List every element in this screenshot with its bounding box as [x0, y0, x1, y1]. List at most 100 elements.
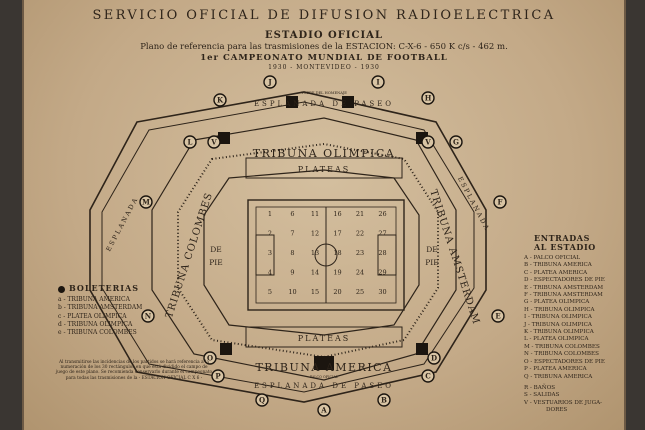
legend-row: c - PLATEA OLIMPICA — [58, 312, 127, 320]
field-cell-number: 25 — [356, 288, 364, 296]
entrance-letter: B — [381, 396, 387, 405]
entrance-letter: V — [210, 138, 217, 147]
entrance-marker — [491, 309, 505, 323]
entrance-letter: P — [215, 372, 221, 381]
field-cell-number: 9 — [290, 269, 294, 277]
entrance-marker — [263, 75, 277, 89]
entrance-marker — [213, 93, 227, 107]
field-cell-number: 10 — [288, 288, 296, 296]
legend-services: R - BAÑOS S - SALIDAS V - VESTUARIOS DE … — [524, 385, 602, 415]
entrance-marker — [371, 75, 385, 89]
field-cell-number: 5 — [268, 288, 272, 296]
entrance-letter: M — [142, 198, 150, 207]
field-cell-number: 8 — [290, 249, 294, 257]
entrance-marker — [255, 393, 269, 407]
esplanade-left-label: ESPLANADA — [104, 195, 140, 253]
field-cell-number: 13 — [311, 249, 319, 257]
field-cell-number: 3 — [268, 249, 272, 257]
ticket-office-icon — [58, 285, 65, 293]
legend-row: V - VESTUARIOS DE JUGA- — [524, 399, 603, 406]
entrance-marker-a — [317, 403, 331, 417]
field-cell-number: 28 — [378, 249, 386, 257]
entrance-letter: A — [320, 406, 327, 415]
field-cell-number: 18 — [333, 249, 341, 257]
entrance-marker — [421, 135, 435, 149]
poster-subtitle: ESTADIO OFICIAL — [265, 30, 383, 41]
field-cell-number: 15 — [311, 288, 319, 296]
legend-row: A - PALCO OFICIAL — [524, 255, 581, 261]
entrance-marker — [139, 195, 153, 209]
entrance-letter: F — [498, 198, 503, 207]
field-cell-number: 30 — [378, 288, 386, 296]
legend-row: O - ESPECTADORES DE PIE — [524, 358, 605, 365]
entrance-letter: V — [424, 138, 431, 147]
legend-row: d - TRIBUNA OLIMPICA — [58, 320, 133, 328]
field-cell-number: 23 — [356, 249, 364, 257]
legend-boleterias: BOLETERIAS a - TRIBUNA AMERICA b - TRIBU… — [58, 283, 142, 337]
legend-row: I - TRIBUNA OLIMPICA — [524, 314, 592, 321]
entrance-letter: O — [207, 354, 213, 363]
field-cell-number: 24 — [356, 269, 364, 277]
legend-row: G - PLATEA OLIMPICA — [524, 299, 590, 306]
esplanade-top-label: ESPLANADA DE PASEO — [254, 100, 394, 108]
legend-row: H - TRIBUNA OLIMPICA — [524, 306, 595, 313]
legend-row: K - TRIBUNA OLIMPICA — [524, 329, 594, 336]
entrance-marker — [449, 135, 463, 149]
entrance-marker — [421, 91, 435, 105]
reference-line: Plano de referencia para las trasmisione… — [140, 42, 508, 52]
legend-row: E - TRIBUNA AMSTERDAM — [524, 284, 604, 291]
entrance-marker — [141, 309, 155, 323]
de-pie-right-1: DE — [426, 245, 438, 254]
de-pie-left-1: DE — [210, 245, 222, 254]
field-cell-number: 17 — [333, 230, 341, 238]
plateas-north-label: PLATEAS — [298, 165, 350, 174]
entrance-marker — [427, 351, 441, 365]
entrance-marker — [493, 195, 507, 209]
legend-row: S - SALIDAS — [524, 392, 560, 399]
field-cell-number: 29 — [378, 269, 386, 277]
legend-row: F - TRIBUNA AMSTERDAM — [524, 292, 603, 299]
de-pie-right-2: PIE — [425, 258, 438, 267]
field-cell-number: 27 — [378, 230, 386, 238]
entrance-letter: H — [425, 94, 432, 103]
field-cell-number: 7 — [290, 230, 294, 238]
legend-row: P - PLATEA AMERICA — [524, 366, 587, 373]
legend-row: C - PLATEA AMERICA — [524, 269, 588, 276]
field-cell-number: 12 — [311, 230, 319, 238]
corner-blocks — [218, 96, 428, 370]
entrance-letter: C — [425, 372, 431, 381]
legend-row: B - TRIBUNA AMERICA — [524, 262, 592, 269]
legend-row: R - BAÑOS — [524, 385, 556, 391]
entrance-letter: G — [453, 138, 459, 147]
de-pie-left-2: PIE — [209, 258, 222, 267]
poster-title: SERVICIO OFICIAL DE DIFUSION RADIOELECTR… — [92, 8, 556, 23]
palco-label: PALCO OFICIAL — [310, 375, 339, 379]
entrance-letter: E — [495, 312, 500, 321]
field-cell-number: 20 — [333, 288, 341, 296]
legend-row: N - TRIBUNA COLOMBES — [524, 351, 599, 358]
legend-row: D - ESPECTADORES DE PIE — [524, 277, 605, 284]
footnote: Al transmitirse las incidencias de los p… — [55, 360, 213, 381]
field-cell-number: 26 — [378, 210, 386, 218]
poster-sheet: SERVICIO OFICIAL DE DIFUSION RADIOELECTR… — [22, 0, 626, 430]
entrance-letter: I — [376, 78, 379, 87]
legend-row: M - TRIBUNA COLOMBES — [524, 343, 600, 350]
legend-row: L - PLATEA OLIMPICA — [524, 336, 589, 343]
entrance-marker — [211, 369, 225, 383]
entrance-marker — [377, 393, 391, 407]
legend-row: a - TRIBUNA AMERICA — [58, 296, 130, 303]
entrance-letter: D — [431, 354, 437, 363]
championship-line: 1er CAMPEONATO MUNDIAL DE FOOTBALL — [200, 53, 448, 63]
dates-line: 1930 - MONTEVIDEO - 1930 — [268, 64, 380, 71]
field-cell-number: 22 — [356, 230, 364, 238]
entrance-letter: L — [188, 138, 193, 147]
entrance-marker — [183, 135, 197, 149]
tribune-west-label: TRIBUNA COLOMBES — [164, 191, 215, 319]
legend-entradas-title-2: AL ESTADIO — [534, 242, 596, 252]
entrance-letter: J — [267, 78, 272, 87]
field-cell-number: 19 — [333, 269, 341, 277]
field-cell-number: 6 — [290, 210, 294, 218]
tribune-north-label: TRIBUNA OLIMPICA — [253, 147, 395, 160]
field-cell-number: 2 — [268, 230, 272, 238]
